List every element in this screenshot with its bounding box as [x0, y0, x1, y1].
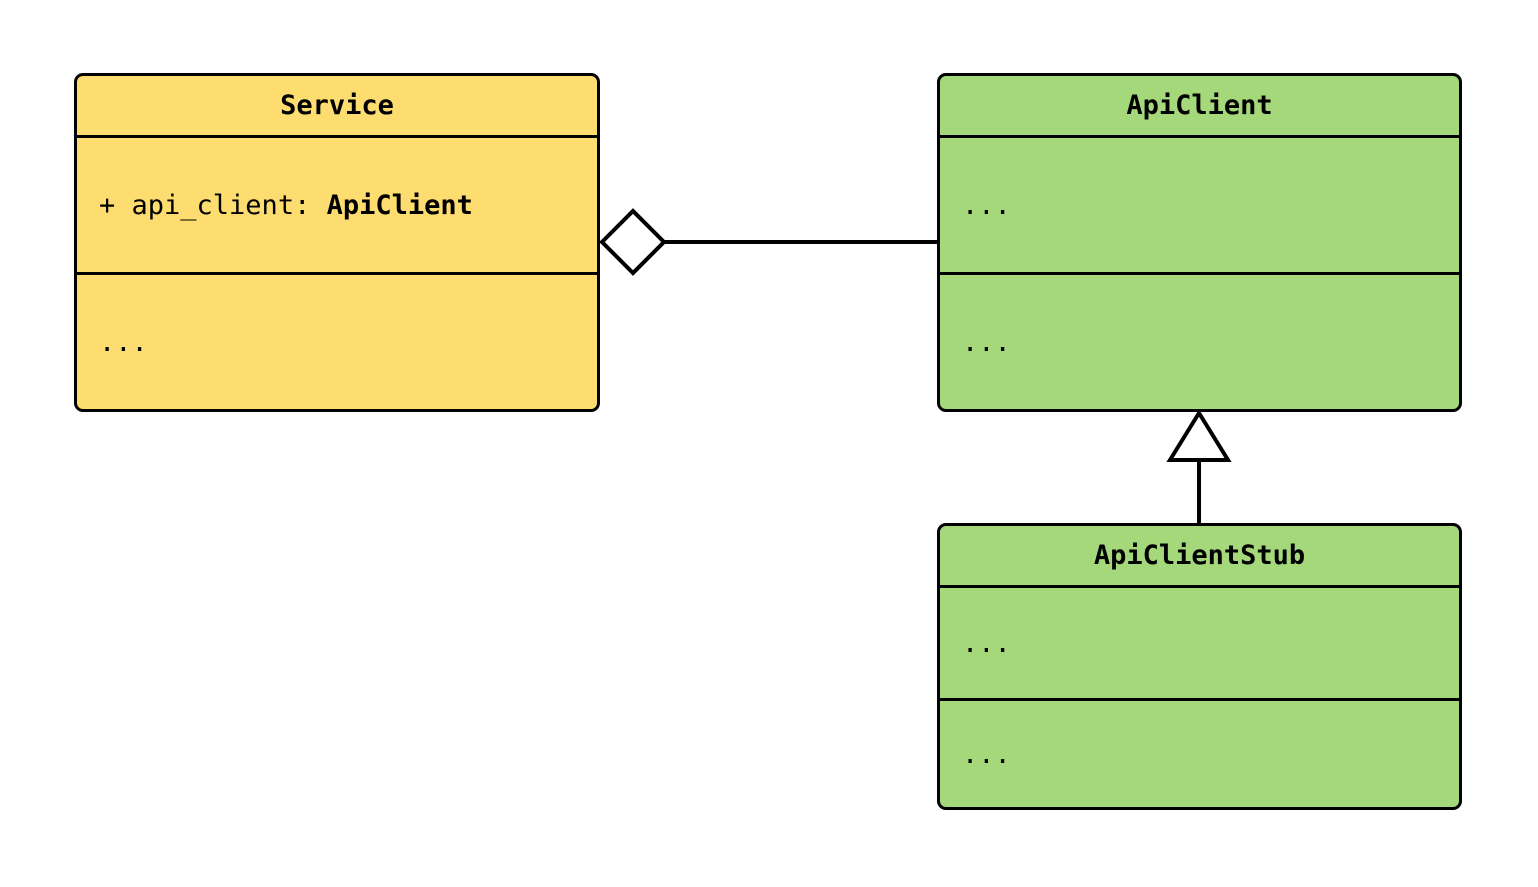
class-name-service: Service — [77, 76, 597, 138]
method-row: ... — [99, 326, 148, 358]
aggregation-connector — [599, 208, 937, 276]
attributes-compartment-apiclientstub: ... — [940, 588, 1459, 701]
methods-compartment-apiclient: ... — [940, 275, 1459, 409]
class-box-service[interactable]: Service + api_client: ApiClient ... — [74, 73, 600, 412]
attribute-row: + api_client: ApiClient — [77, 192, 597, 219]
class-box-apiclientstub[interactable]: ApiClientStub ... ... — [937, 523, 1462, 810]
attributes-compartment-service: + api_client: ApiClient — [77, 138, 597, 275]
generalization-connector — [1166, 409, 1232, 523]
attribute-visibility: + — [99, 189, 132, 221]
class-name-apiclient: ApiClient — [940, 76, 1459, 138]
hollow-diamond-icon — [599, 208, 667, 276]
attribute-label: api_client: — [131, 189, 327, 221]
attributes-compartment-apiclient: ... — [940, 138, 1459, 275]
method-row: ... — [962, 326, 1011, 358]
methods-compartment-service: ... — [77, 275, 597, 409]
attribute-type: ApiClient — [326, 189, 473, 221]
methods-compartment-apiclientstub: ... — [940, 701, 1459, 807]
hollow-triangle-icon — [1166, 409, 1232, 462]
attribute-row: ... — [962, 627, 1011, 659]
attribute-row: ... — [962, 189, 1011, 221]
class-name-apiclientstub: ApiClientStub — [940, 526, 1459, 588]
class-box-apiclient[interactable]: ApiClient ... ... — [937, 73, 1462, 412]
method-row: ... — [962, 738, 1011, 770]
